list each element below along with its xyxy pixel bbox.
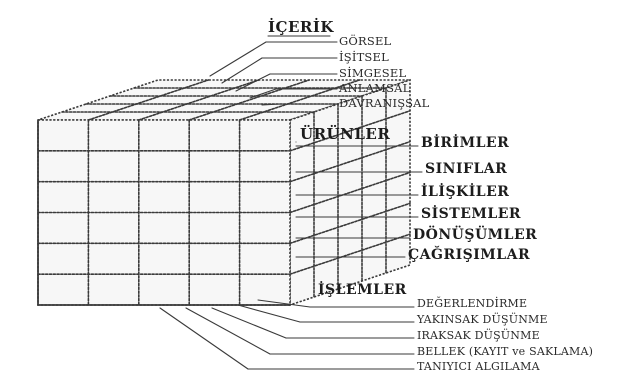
cube-right-grid-line — [289, 140, 411, 183]
cube-right-grid-line — [289, 110, 411, 152]
cube-top-grid-line — [87, 79, 210, 121]
leader-lines — [159, 35, 423, 370]
content-item-isitsel: İŞİTSEL — [339, 50, 389, 64]
cube-right-grid-line — [289, 202, 411, 245]
leader-line — [211, 307, 287, 339]
content-item-davranissal: DAVRANIŞSAL — [339, 96, 430, 110]
cube — [37, 78, 411, 307]
cube-top-grid-line — [138, 79, 260, 121]
product-item-birimler: BİRİMLER — [421, 135, 510, 151]
products-heading: ÜRÜNLER — [300, 125, 391, 143]
leader-line — [159, 307, 249, 370]
leader-line — [185, 307, 271, 355]
content-item-simgesel: SİMGESEL — [339, 66, 407, 80]
leader-line — [261, 103, 281, 106]
product-item-cagrisimlar: ÇAĞRIŞIMLAR — [408, 247, 531, 263]
operation-item-taniyici: TANIYICI ALGILAMA — [417, 360, 540, 373]
operation-item-yakinsak: YAKINSAK DÜŞÜNME — [417, 313, 548, 326]
leader-line — [257, 299, 311, 308]
leader-line — [249, 88, 277, 99]
product-item-sistemler: SİSTEMLER — [421, 206, 522, 222]
cube-top-grid-line — [238, 79, 361, 121]
operation-item-iraksak: IRAKSAK DÜŞÜNME — [417, 329, 540, 342]
leader-line — [237, 304, 301, 323]
leader-line — [209, 41, 267, 77]
content-item-gorsel: GÖRSEL — [339, 34, 392, 48]
cube-right-grid-line — [289, 233, 411, 275]
content-heading: İÇERİK — [268, 18, 334, 36]
product-item-donusumler: DÖNÜŞÜMLER — [413, 227, 538, 243]
cube-top-grid-line — [188, 79, 311, 121]
content-item-anlamsal: ANLAMSAL — [339, 81, 411, 95]
operation-item-degerlendirme: DEĞERLENDİRME — [417, 297, 528, 310]
product-item-iliskiler: İLİŞKİLER — [421, 184, 510, 200]
operation-item-bellek: BELLEK (KAYIT ve SAKLAMA) — [417, 345, 594, 358]
operations-heading: İŞLEMLER — [318, 282, 407, 298]
cube-right-grid-line — [289, 171, 411, 214]
product-item-siniflar: SINIFLAR — [425, 161, 508, 177]
leader-line — [221, 57, 263, 84]
leader-line — [235, 73, 271, 92]
